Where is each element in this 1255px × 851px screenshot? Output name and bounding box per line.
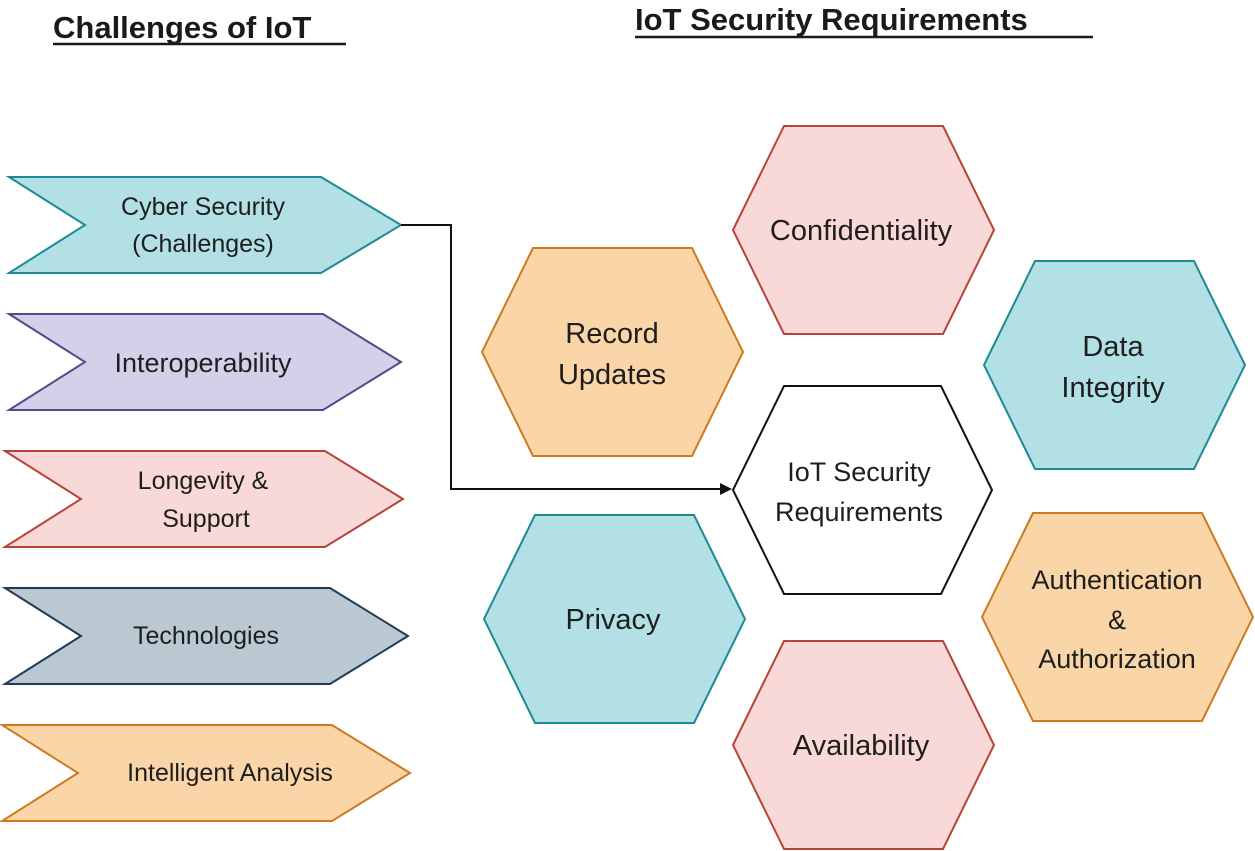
hex-data-integrity-line1: Data	[1082, 331, 1144, 363]
hex-confidentiality-label: Confidentiality	[770, 215, 953, 247]
hex-center-shape	[731, 385, 994, 595]
hex-record-updates-line1: Record	[565, 318, 659, 350]
connector-arrow	[401, 224, 732, 495]
hex-confidentiality: Confidentiality	[731, 125, 996, 335]
chevron-intelligent-analysis-label: Intelligent Analysis	[127, 759, 333, 787]
hex-privacy-label: Privacy	[565, 604, 661, 636]
hex-center-line1: IoT Security	[787, 457, 931, 487]
chevron-longevity-line2: Support	[162, 505, 250, 533]
chevron-longevity-support: Longevity & Support	[1, 450, 405, 548]
hex-data-integrity-line2: Integrity	[1061, 372, 1165, 404]
hex-iot-security-center: IoT Security Requirements	[731, 385, 994, 595]
chevron-cyber-security: Cyber Security (Challenges)	[5, 176, 403, 274]
hex-authentication-shape	[980, 512, 1255, 722]
chevron-intelligent-analysis: Intelligent Analysis	[0, 724, 412, 822]
hex-availability-label: Availability	[793, 730, 930, 762]
chevron-longevity-line1: Longevity &	[138, 467, 269, 495]
hex-data-integrity: Data Integrity	[982, 260, 1247, 470]
chevron-longevity-support-shape	[1, 450, 405, 548]
heading-security-requirements: IoT Security Requirements	[635, 2, 1028, 37]
hex-authentication-line2: &	[1108, 605, 1126, 635]
hex-availability-shape	[731, 640, 996, 850]
hex-data-integrity-shape	[982, 260, 1247, 470]
chevron-technologies-label: Technologies	[133, 622, 279, 650]
chevron-interoperability-shape	[5, 313, 403, 411]
chevron-intelligent-analysis-shape	[0, 724, 412, 822]
hex-privacy-shape	[482, 514, 747, 724]
hex-record-updates: Record Updates	[480, 247, 745, 457]
hex-center-line2: Requirements	[775, 497, 943, 527]
chevron-cyber-security-line2: (Challenges)	[132, 230, 274, 258]
hex-confidentiality-shape	[731, 125, 996, 335]
chevron-technologies: Technologies	[1, 587, 410, 685]
hex-record-updates-shape	[480, 247, 745, 457]
hex-availability: Availability	[731, 640, 996, 850]
hex-authentication-line1: Authentication	[1031, 565, 1202, 595]
chevron-cyber-security-line1: Cyber Security	[121, 193, 285, 221]
hex-record-updates-line2: Updates	[558, 359, 666, 391]
chevron-cyber-security-shape	[5, 176, 403, 274]
hex-authentication-line3: Authorization	[1038, 644, 1196, 674]
chevron-technologies-shape	[1, 587, 410, 685]
heading-challenges: Challenges of IoT	[53, 10, 311, 45]
hex-authentication-authorization: Authentication & Authorization	[980, 512, 1255, 722]
chevron-interoperability-label: Interoperability	[114, 348, 292, 378]
chevron-interoperability: Interoperability	[5, 313, 403, 411]
hex-privacy: Privacy	[482, 514, 747, 724]
